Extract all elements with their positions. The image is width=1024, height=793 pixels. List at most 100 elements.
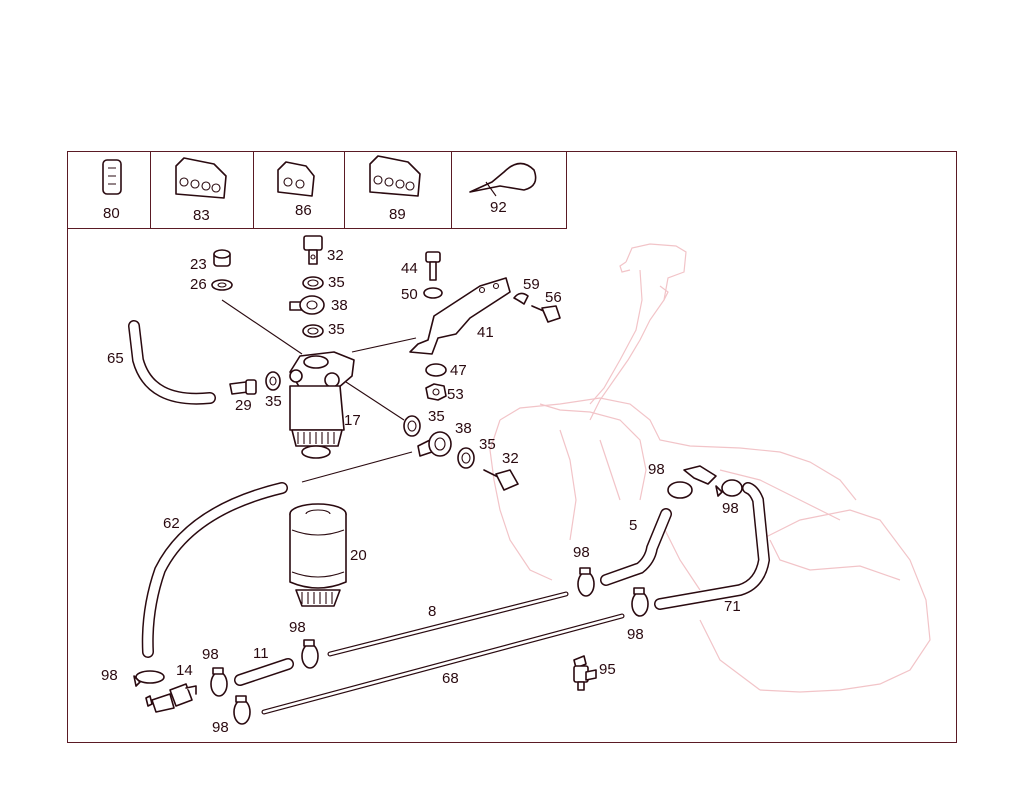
nut-53	[425, 383, 447, 401]
banjo-bolt-32-right	[483, 469, 519, 491]
hose-62	[141, 482, 288, 658]
callout-32: 32	[327, 247, 344, 264]
callout-35-e: 35	[479, 436, 496, 453]
bracket-41	[409, 277, 511, 355]
legend-label-86: 86	[295, 202, 312, 219]
legend-cell-89	[345, 152, 452, 229]
callout-95: 95	[599, 661, 616, 678]
callout-68: 68	[442, 670, 459, 687]
clip-59	[513, 292, 529, 305]
callout-20: 20	[350, 547, 367, 564]
callout-71: 71	[724, 598, 741, 615]
hose-65	[128, 320, 216, 405]
callout-26: 26	[190, 276, 207, 293]
callout-98-h: 98	[212, 719, 229, 736]
bolt-44	[425, 251, 441, 281]
hose-clamp-98	[667, 465, 717, 499]
seal-ring-35-right-b	[457, 447, 475, 469]
clip-double-icon	[277, 161, 315, 197]
callout-50: 50	[401, 286, 418, 303]
bleed-screw-29	[229, 379, 257, 395]
callout-14: 14	[176, 662, 193, 679]
hose-11	[234, 658, 294, 686]
callout-44: 44	[401, 260, 418, 277]
callout-47: 47	[450, 362, 467, 379]
callout-11: 11	[253, 645, 269, 662]
fuel-filter-housing-17	[289, 351, 355, 459]
legend-label-89: 89	[389, 206, 406, 223]
callout-98-e: 98	[627, 626, 644, 643]
callout-98-b: 98	[722, 500, 739, 517]
hose-clamp-98	[577, 567, 595, 597]
hose-clamp-98	[210, 667, 228, 697]
callout-98-a: 98	[648, 461, 665, 478]
hose-5	[600, 508, 672, 586]
legend-cell-80	[68, 152, 151, 229]
callout-35: 35	[328, 274, 345, 291]
callout-62: 62	[163, 515, 180, 532]
washer-50	[423, 287, 443, 299]
filter-element-20	[289, 503, 347, 607]
banjo-fitting-38-right	[417, 431, 452, 457]
leader-line	[351, 337, 417, 353]
callout-32-b: 32	[502, 450, 519, 467]
check-valve-95	[573, 655, 597, 691]
bolt-56	[531, 305, 561, 323]
hose-clamp-98	[133, 670, 165, 687]
callout-35-d: 35	[428, 408, 445, 425]
banjo-bolt-32-top	[303, 235, 323, 265]
callout-59: 59	[523, 276, 540, 293]
washer-47	[425, 363, 447, 377]
hose-clamp-98	[233, 695, 251, 725]
cable-tie-icon	[469, 162, 537, 197]
legend-divider	[68, 228, 567, 229]
callout-98-f: 98	[101, 667, 118, 684]
callout-65: 65	[107, 350, 124, 367]
callout-98-d: 98	[289, 619, 306, 636]
callout-38: 38	[331, 297, 348, 314]
banjo-fitting-38-top	[289, 295, 325, 315]
seal-ring-35-side	[265, 371, 281, 391]
hose-clamp-98	[631, 587, 649, 617]
legend-label-80: 80	[103, 205, 120, 222]
callout-35-b: 35	[328, 321, 345, 338]
callout-17: 17	[344, 412, 361, 429]
callout-35-c: 35	[265, 393, 282, 410]
callout-38-b: 38	[455, 420, 472, 437]
callout-8: 8	[428, 603, 437, 620]
callout-5: 5	[629, 517, 638, 534]
callout-98-c: 98	[573, 544, 590, 561]
hose-clamp-98	[715, 479, 743, 497]
washer-26	[211, 279, 233, 291]
seal-ring-35	[302, 276, 324, 290]
leader-line	[221, 299, 303, 355]
diagram-frame	[67, 151, 957, 743]
hose-clamp-98	[301, 639, 319, 669]
legend-label-92: 92	[490, 199, 507, 216]
legend-label-83: 83	[193, 207, 210, 224]
callout-98-g: 98	[202, 646, 219, 663]
fuel-pipe-8	[327, 591, 569, 657]
seal-ring-35-lower	[302, 324, 324, 338]
callout-41: 41	[477, 324, 494, 341]
leader-line	[301, 451, 413, 483]
hose-71	[654, 482, 771, 610]
fuel-pipe-68	[261, 613, 625, 715]
seal-ring-35-right	[403, 415, 421, 437]
clip-quad-icon	[175, 157, 227, 199]
inline-filter-14	[145, 683, 197, 713]
clip-multi-icon	[369, 155, 421, 197]
callout-29: 29	[235, 397, 252, 414]
callout-53: 53	[447, 386, 464, 403]
legend-cell-92	[452, 152, 567, 229]
leader-line	[345, 381, 405, 421]
legend-cell-83	[151, 152, 254, 229]
legend-cell-86	[254, 152, 345, 229]
clip-single-icon	[102, 159, 122, 195]
plug-screw-23	[213, 249, 231, 267]
callout-56: 56	[545, 289, 562, 306]
